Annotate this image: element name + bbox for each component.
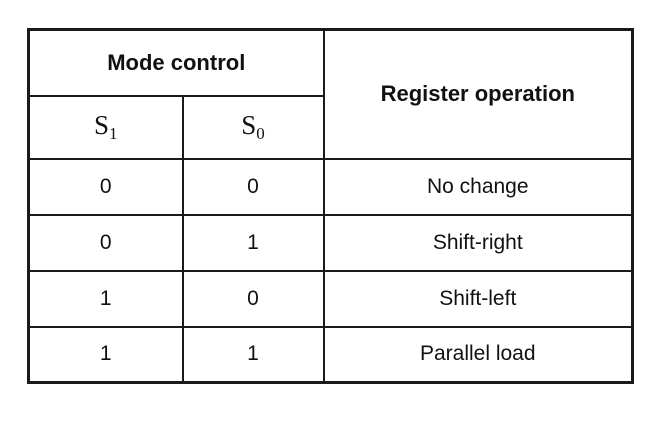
s0-symbol: S xyxy=(241,110,257,140)
table-row: 0 1 Shift-right xyxy=(27,213,634,272)
s1-value: 0 xyxy=(27,213,184,272)
operation-value: Shift-left xyxy=(322,269,634,328)
table-row: 0 0 No change xyxy=(27,157,634,216)
s1-header: S1 xyxy=(27,94,184,160)
s0-subscript: 0 xyxy=(256,124,265,143)
header-row: Mode control Register operation xyxy=(27,28,634,160)
s1-value: 1 xyxy=(27,325,184,384)
s0-value: 1 xyxy=(181,213,325,272)
s1-subscript: 1 xyxy=(109,124,118,143)
operation-value: Shift-right xyxy=(322,213,634,272)
table-row: 1 0 Shift-left xyxy=(27,269,634,328)
s1-value: 0 xyxy=(27,157,184,216)
s0-header: S0 xyxy=(181,94,325,160)
s0-value: 0 xyxy=(181,269,325,328)
register-operation-header: Register operation xyxy=(322,28,634,160)
table-row: 1 1 Parallel load xyxy=(27,325,634,384)
mode-control-table: Mode control Register operation S1 S0 0 … xyxy=(27,28,635,384)
s0-value: 0 xyxy=(181,157,325,216)
s1-value: 1 xyxy=(27,269,184,328)
operation-value: Parallel load xyxy=(322,325,634,384)
operation-value: No change xyxy=(322,157,634,216)
s0-value: 1 xyxy=(181,325,325,384)
s1-symbol: S xyxy=(93,110,110,140)
select-header-row: S1 S0 xyxy=(27,94,633,160)
mode-control-header: Mode control xyxy=(27,28,325,97)
